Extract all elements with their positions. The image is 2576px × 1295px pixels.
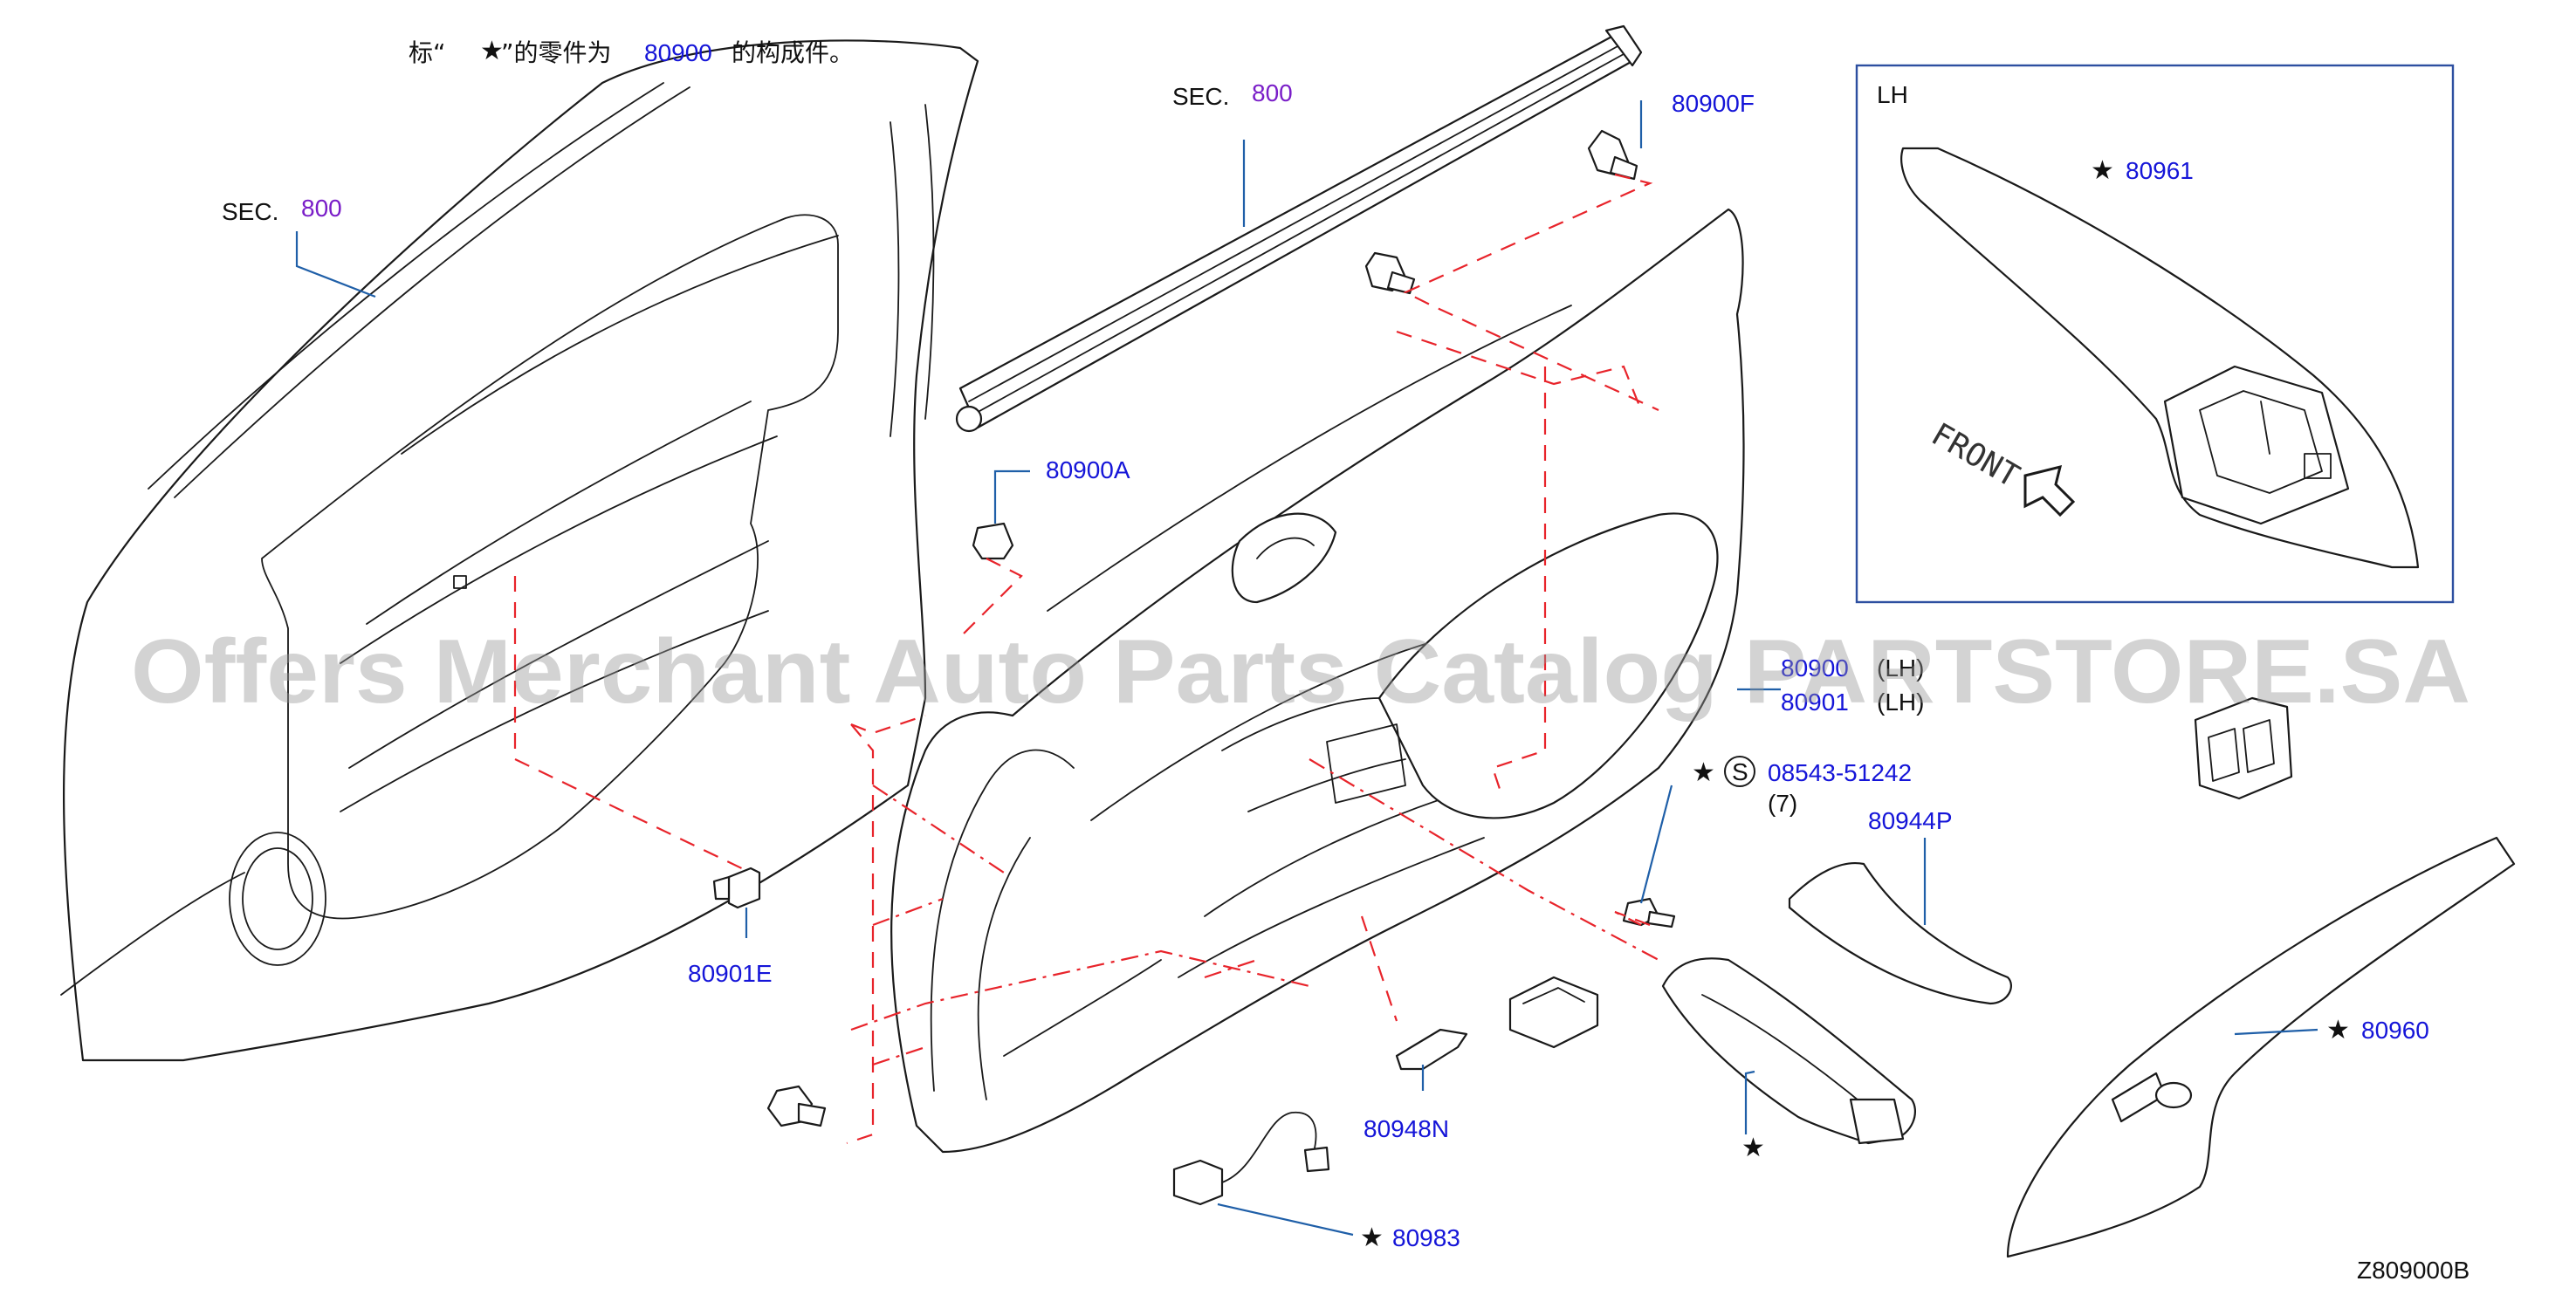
header-prefix: 标“ (409, 38, 446, 67)
part-80983-star: ★ (1360, 1223, 1384, 1253)
section-label-left: SEC. (222, 198, 278, 225)
header-middle: ”的零件为 (501, 38, 612, 67)
assembly-dash-lines (513, 173, 1659, 1145)
part-80900a[interactable]: 80900A (1046, 456, 1130, 483)
bolt-s-circle (1724, 756, 1755, 787)
switch-base (1508, 976, 1599, 1049)
part-80944p[interactable]: 80944P (1868, 807, 1953, 834)
part-80900-side: (LH) (1877, 654, 1924, 682)
part-80961[interactable]: 80961 (2126, 157, 2194, 184)
clip-80900f (1364, 129, 1638, 295)
switch-assembly (2194, 696, 2293, 800)
part-80948n[interactable]: 80948N (1364, 1115, 1449, 1142)
part-80983[interactable]: 80983 (1392, 1224, 1460, 1251)
inset-lh-label: LH (1877, 81, 1908, 108)
part-80901[interactable]: 80901 (1781, 689, 1849, 716)
glass-weatherstrip (955, 24, 1643, 433)
clip-80900a (972, 522, 1014, 560)
bolt-star: ★ (1692, 757, 1715, 788)
armrest-bracket (1661, 957, 1916, 1145)
section-label-top: SEC. (1172, 83, 1229, 110)
finisher-80944p (1788, 862, 2012, 1005)
watermark: Offers Merchant Auto Parts Catalog PARTS… (131, 621, 2470, 723)
window-switch-80960 (2006, 836, 2516, 1258)
clip-lower (766, 1085, 827, 1127)
bolt-quantity: (7) (1768, 790, 1797, 817)
part-80960-star: ★ (2326, 1015, 2350, 1045)
diagram-code: Z809000B (2357, 1257, 2470, 1284)
door-trim-panel (890, 208, 1745, 1154)
lh-inset (1855, 64, 2455, 604)
armrest-star: ★ (1741, 1133, 1765, 1163)
section-number-top: 800 (1252, 79, 1293, 106)
part-80961-star: ★ (2091, 155, 2114, 186)
harness-80983 (1172, 1112, 1330, 1206)
clip-80901e (712, 867, 761, 909)
header-suffix: 的构成件。 (732, 38, 854, 67)
screw-08543 (1622, 897, 1676, 928)
part-80960[interactable]: 80960 (2361, 1017, 2429, 1044)
part-80901e[interactable]: 80901E (688, 960, 773, 987)
section-number-left: 800 (301, 195, 342, 222)
part-80900f[interactable]: 80900F (1672, 90, 1755, 117)
part-80901-side: (LH) (1877, 689, 1924, 716)
header-star: ★ (480, 36, 504, 66)
bracket-80948n (1395, 1028, 1468, 1071)
header-part-number: 80900 (644, 39, 712, 66)
bolt-part-number[interactable]: 08543-51242 (1768, 759, 1912, 786)
door-inner-panel (60, 39, 979, 1062)
part-80900[interactable]: 80900 (1781, 654, 1849, 682)
bolt-s-symbol: S (1732, 758, 1748, 785)
